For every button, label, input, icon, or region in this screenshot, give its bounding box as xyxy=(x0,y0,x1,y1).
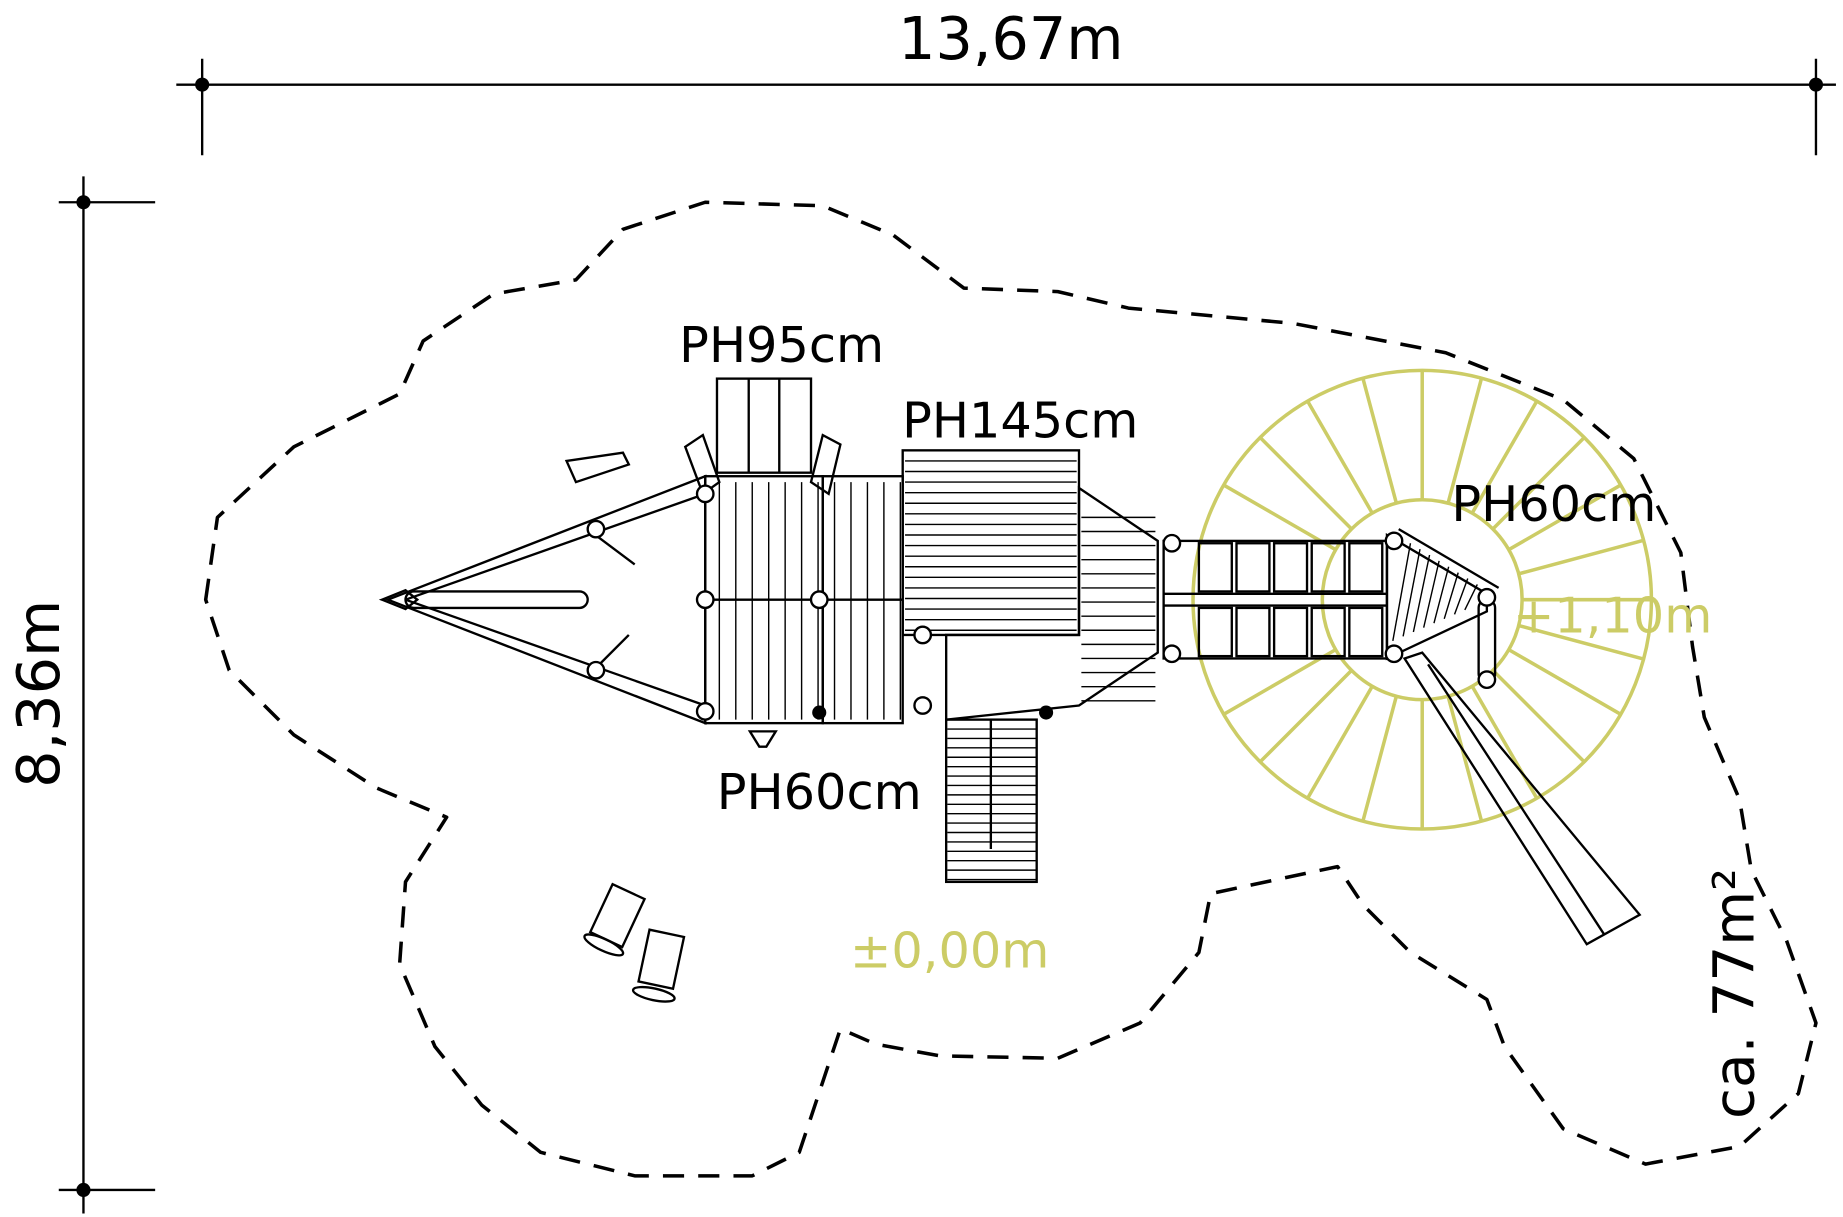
plank xyxy=(1464,584,1478,611)
plank xyxy=(1433,566,1450,624)
label-slide-height: +1,10m xyxy=(1513,587,1712,645)
slide-fall-zone xyxy=(1191,368,1654,831)
post xyxy=(1384,644,1404,664)
fall-zone-line xyxy=(1518,623,1645,661)
bridge-planks xyxy=(1197,542,1384,658)
post xyxy=(1162,644,1182,664)
bridge-plank xyxy=(1235,542,1271,593)
post xyxy=(809,590,829,610)
label-ph60-bottom: PH60cm xyxy=(717,763,922,821)
post xyxy=(1477,587,1497,607)
steering-wheel-icon xyxy=(747,730,778,748)
label-ground-level: ±0,00m xyxy=(850,922,1049,980)
post xyxy=(695,484,715,504)
plank xyxy=(1453,578,1469,615)
posts xyxy=(586,484,1497,721)
post-black xyxy=(1039,705,1054,720)
bridge-plank xyxy=(1197,542,1233,593)
fall-zone-line xyxy=(1306,685,1374,800)
post xyxy=(586,519,606,539)
plank xyxy=(1402,548,1421,637)
post xyxy=(586,660,606,680)
fall-zone-line xyxy=(1491,669,1586,764)
fall-zone-line xyxy=(1446,377,1484,504)
depth-dimension: 8,36m xyxy=(4,176,156,1214)
width-dimension: 13,67m xyxy=(176,4,1836,156)
plank xyxy=(1412,554,1431,633)
plank xyxy=(1443,572,1459,619)
post xyxy=(695,590,715,610)
label-ph60-slide: PH60cm xyxy=(1451,475,1656,533)
width-label: 13,67m xyxy=(898,4,1123,73)
fall-zone-line xyxy=(1222,483,1337,552)
bridge-plank xyxy=(1348,606,1384,658)
post xyxy=(1477,670,1497,690)
label-ph95: PH95cm xyxy=(679,316,884,374)
bridge-plank xyxy=(1310,542,1346,593)
slide-platform xyxy=(1385,528,1642,946)
spring-riders xyxy=(583,882,686,1003)
fall-zone-line xyxy=(1470,400,1539,515)
fall-zone-line xyxy=(1306,400,1374,515)
bridge-plank xyxy=(1272,606,1309,658)
post-black xyxy=(812,705,827,720)
bridge-plank xyxy=(1310,606,1346,658)
post xyxy=(913,625,933,645)
fall-zone-line xyxy=(1491,436,1586,531)
fall-zone-line xyxy=(1258,669,1353,764)
post xyxy=(1384,531,1404,551)
plank xyxy=(1422,560,1440,628)
post xyxy=(695,701,715,721)
bridge-plank xyxy=(1197,606,1233,658)
post xyxy=(1162,533,1182,553)
fall-zone-line xyxy=(1361,377,1399,504)
fall-zone-line xyxy=(1507,648,1622,716)
post xyxy=(913,696,933,715)
ladder xyxy=(683,377,842,496)
safety-area-outline xyxy=(203,200,1818,1178)
fall-zone-line xyxy=(1446,695,1484,822)
label-ph145: PH145cm xyxy=(902,391,1138,449)
bridge-plank xyxy=(1235,606,1271,658)
bridge-plank xyxy=(1272,542,1309,593)
fall-zone-line xyxy=(1222,648,1337,716)
fall-zone-line xyxy=(1258,436,1353,531)
depth-label: 8,36m xyxy=(4,600,73,788)
plank xyxy=(1392,543,1412,641)
fall-zone-line xyxy=(1507,483,1622,552)
bow-section xyxy=(378,451,707,725)
fall-zone-line xyxy=(1361,695,1399,822)
fall-zone-line xyxy=(1518,538,1645,576)
bridge-plank xyxy=(1348,542,1384,593)
area-label: ca. 77m² xyxy=(1703,868,1768,1119)
